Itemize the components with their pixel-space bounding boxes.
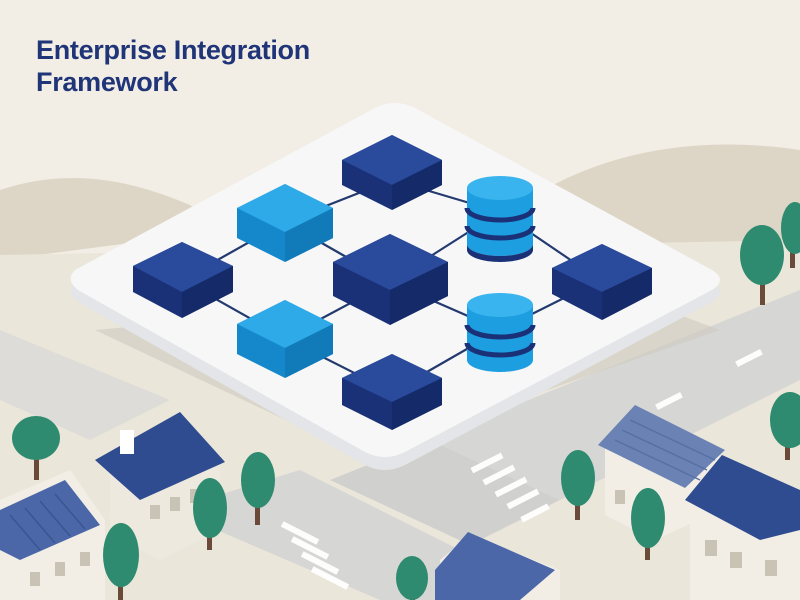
page-title: Enterprise Integration Framework [36, 34, 396, 98]
house-left-front [0, 470, 105, 600]
trees [12, 202, 800, 600]
node-block-light-upper [237, 184, 333, 262]
tree [396, 556, 428, 600]
tree [103, 523, 139, 600]
tree [241, 452, 275, 525]
house-left-back [95, 412, 225, 560]
database-icon-upper [464, 176, 536, 262]
tree [193, 478, 227, 550]
node-block-left [133, 242, 233, 318]
node-block-right [552, 244, 652, 320]
house-bottom-center [435, 532, 560, 600]
title-line-2: Framework [36, 67, 178, 97]
tree [781, 202, 800, 268]
tree [740, 225, 784, 305]
node-block-center [333, 234, 448, 325]
tree [561, 450, 595, 520]
house-right-front [685, 455, 800, 600]
node-block-light-lower [237, 300, 333, 378]
node-block-bottom [342, 354, 442, 430]
tree [770, 392, 800, 460]
database-icon-lower [464, 293, 536, 372]
tree [631, 488, 665, 560]
node-block-top [342, 135, 442, 210]
hill-left [0, 178, 230, 260]
tree [12, 416, 60, 480]
title-line-1: Enterprise Integration [36, 35, 310, 65]
